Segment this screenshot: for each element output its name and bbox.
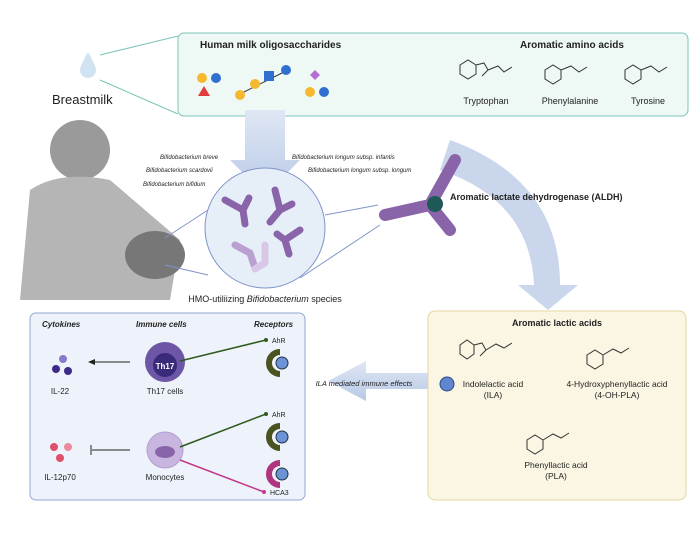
bifidobacterium-icons — [221, 186, 304, 273]
bacteria-caption: HMO-utiliizing Bifidobacterium species — [188, 294, 342, 304]
connector-line — [99, 79, 179, 115]
ahr-receptor-icon — [266, 349, 289, 377]
tyrosine-label: Tyrosine — [631, 96, 665, 106]
hca3-connector — [179, 459, 265, 493]
ahr-receptor-icon — [266, 423, 289, 451]
ahr-connector — [179, 339, 267, 362]
breastmilk-label: Breastmilk — [52, 92, 113, 107]
header-cytokines: Cytokines — [42, 320, 81, 329]
species-label: Bifidobacterium bifidum — [143, 182, 205, 188]
ila-marker-icon — [439, 376, 455, 392]
species-label: Bifidobacterium scardovii — [146, 168, 213, 174]
ila-effects-arrow — [328, 361, 428, 401]
ila-label: Indolelactic acid — [463, 379, 524, 389]
ila-effects-label: ILA mediated immune effects — [316, 379, 413, 388]
monocyte-nucleus — [155, 446, 175, 458]
immune-box — [29, 312, 306, 501]
lactic-acids-box — [427, 310, 687, 501]
pla-abbr: (PLA) — [545, 471, 567, 481]
ila-abbr: (ILA) — [484, 390, 503, 400]
species-label: Bifidobacterium breve — [160, 155, 219, 161]
il12p70-label: IL-12p70 — [44, 473, 76, 482]
arrowhead — [88, 359, 95, 365]
ohpla-abbr: (4-OH-PLA) — [595, 390, 640, 400]
header-immune-cells: Immune cells — [136, 320, 187, 329]
th17-nucleus — [153, 353, 177, 377]
il12p70-icon — [50, 443, 72, 462]
amino-acid-structures — [459, 59, 668, 85]
hmo-title: Human milk oligosaccharides — [200, 40, 342, 51]
connector-line — [99, 35, 179, 56]
hca3-receptor-icon — [266, 460, 289, 488]
ahr-label: AhR — [272, 338, 286, 345]
ahr-connector — [179, 413, 267, 448]
il22-icon — [52, 355, 72, 375]
bacteria-circle — [204, 167, 326, 289]
th17-label: Th17 cells — [147, 387, 183, 396]
amino-acids-title: Aromatic amino acids — [520, 40, 624, 51]
ahr-label: AhR — [272, 412, 286, 419]
hmo-glycan-icons — [197, 65, 329, 100]
th17-badge: Th17 — [156, 362, 175, 371]
connector-line — [324, 204, 379, 216]
connector-dot — [264, 338, 268, 342]
monocytes-label: Monocytes — [146, 473, 185, 482]
connector-line — [164, 264, 209, 276]
il22-label: IL-22 — [51, 387, 70, 396]
connector-dot — [262, 490, 266, 494]
pla-label: Phenyllactic acid — [524, 460, 588, 470]
aldh-label: Aromatic lactate dehydrogenase (ALDH) — [450, 192, 623, 202]
aldh-active-site-icon — [427, 196, 443, 212]
ohpla-label: 4-Hydroxyphenyllactic acid — [566, 379, 667, 389]
breastfeeding-mother-illustration — [20, 120, 185, 300]
tryptophan-label: Tryptophan — [463, 96, 508, 106]
lactic-acids-title: Aromatic lactic acids — [512, 318, 602, 328]
lactic-acid-structures — [459, 339, 630, 455]
connector-line — [299, 224, 381, 279]
header-receptors: Receptors — [254, 320, 294, 329]
connector-dot — [264, 412, 268, 416]
curved-arrow — [440, 140, 578, 310]
species-label: Bifidobacterium longum subsp. longum — [308, 168, 411, 174]
connector-line — [164, 209, 209, 239]
hca3-label: HCA3 — [270, 490, 289, 497]
phenylalanine-label: Phenylalanine — [542, 96, 599, 106]
species-label: Bifidobacterium longum subsp. infantis — [292, 155, 395, 161]
milk-drop-icon — [80, 52, 96, 78]
hmo-box — [177, 32, 689, 117]
